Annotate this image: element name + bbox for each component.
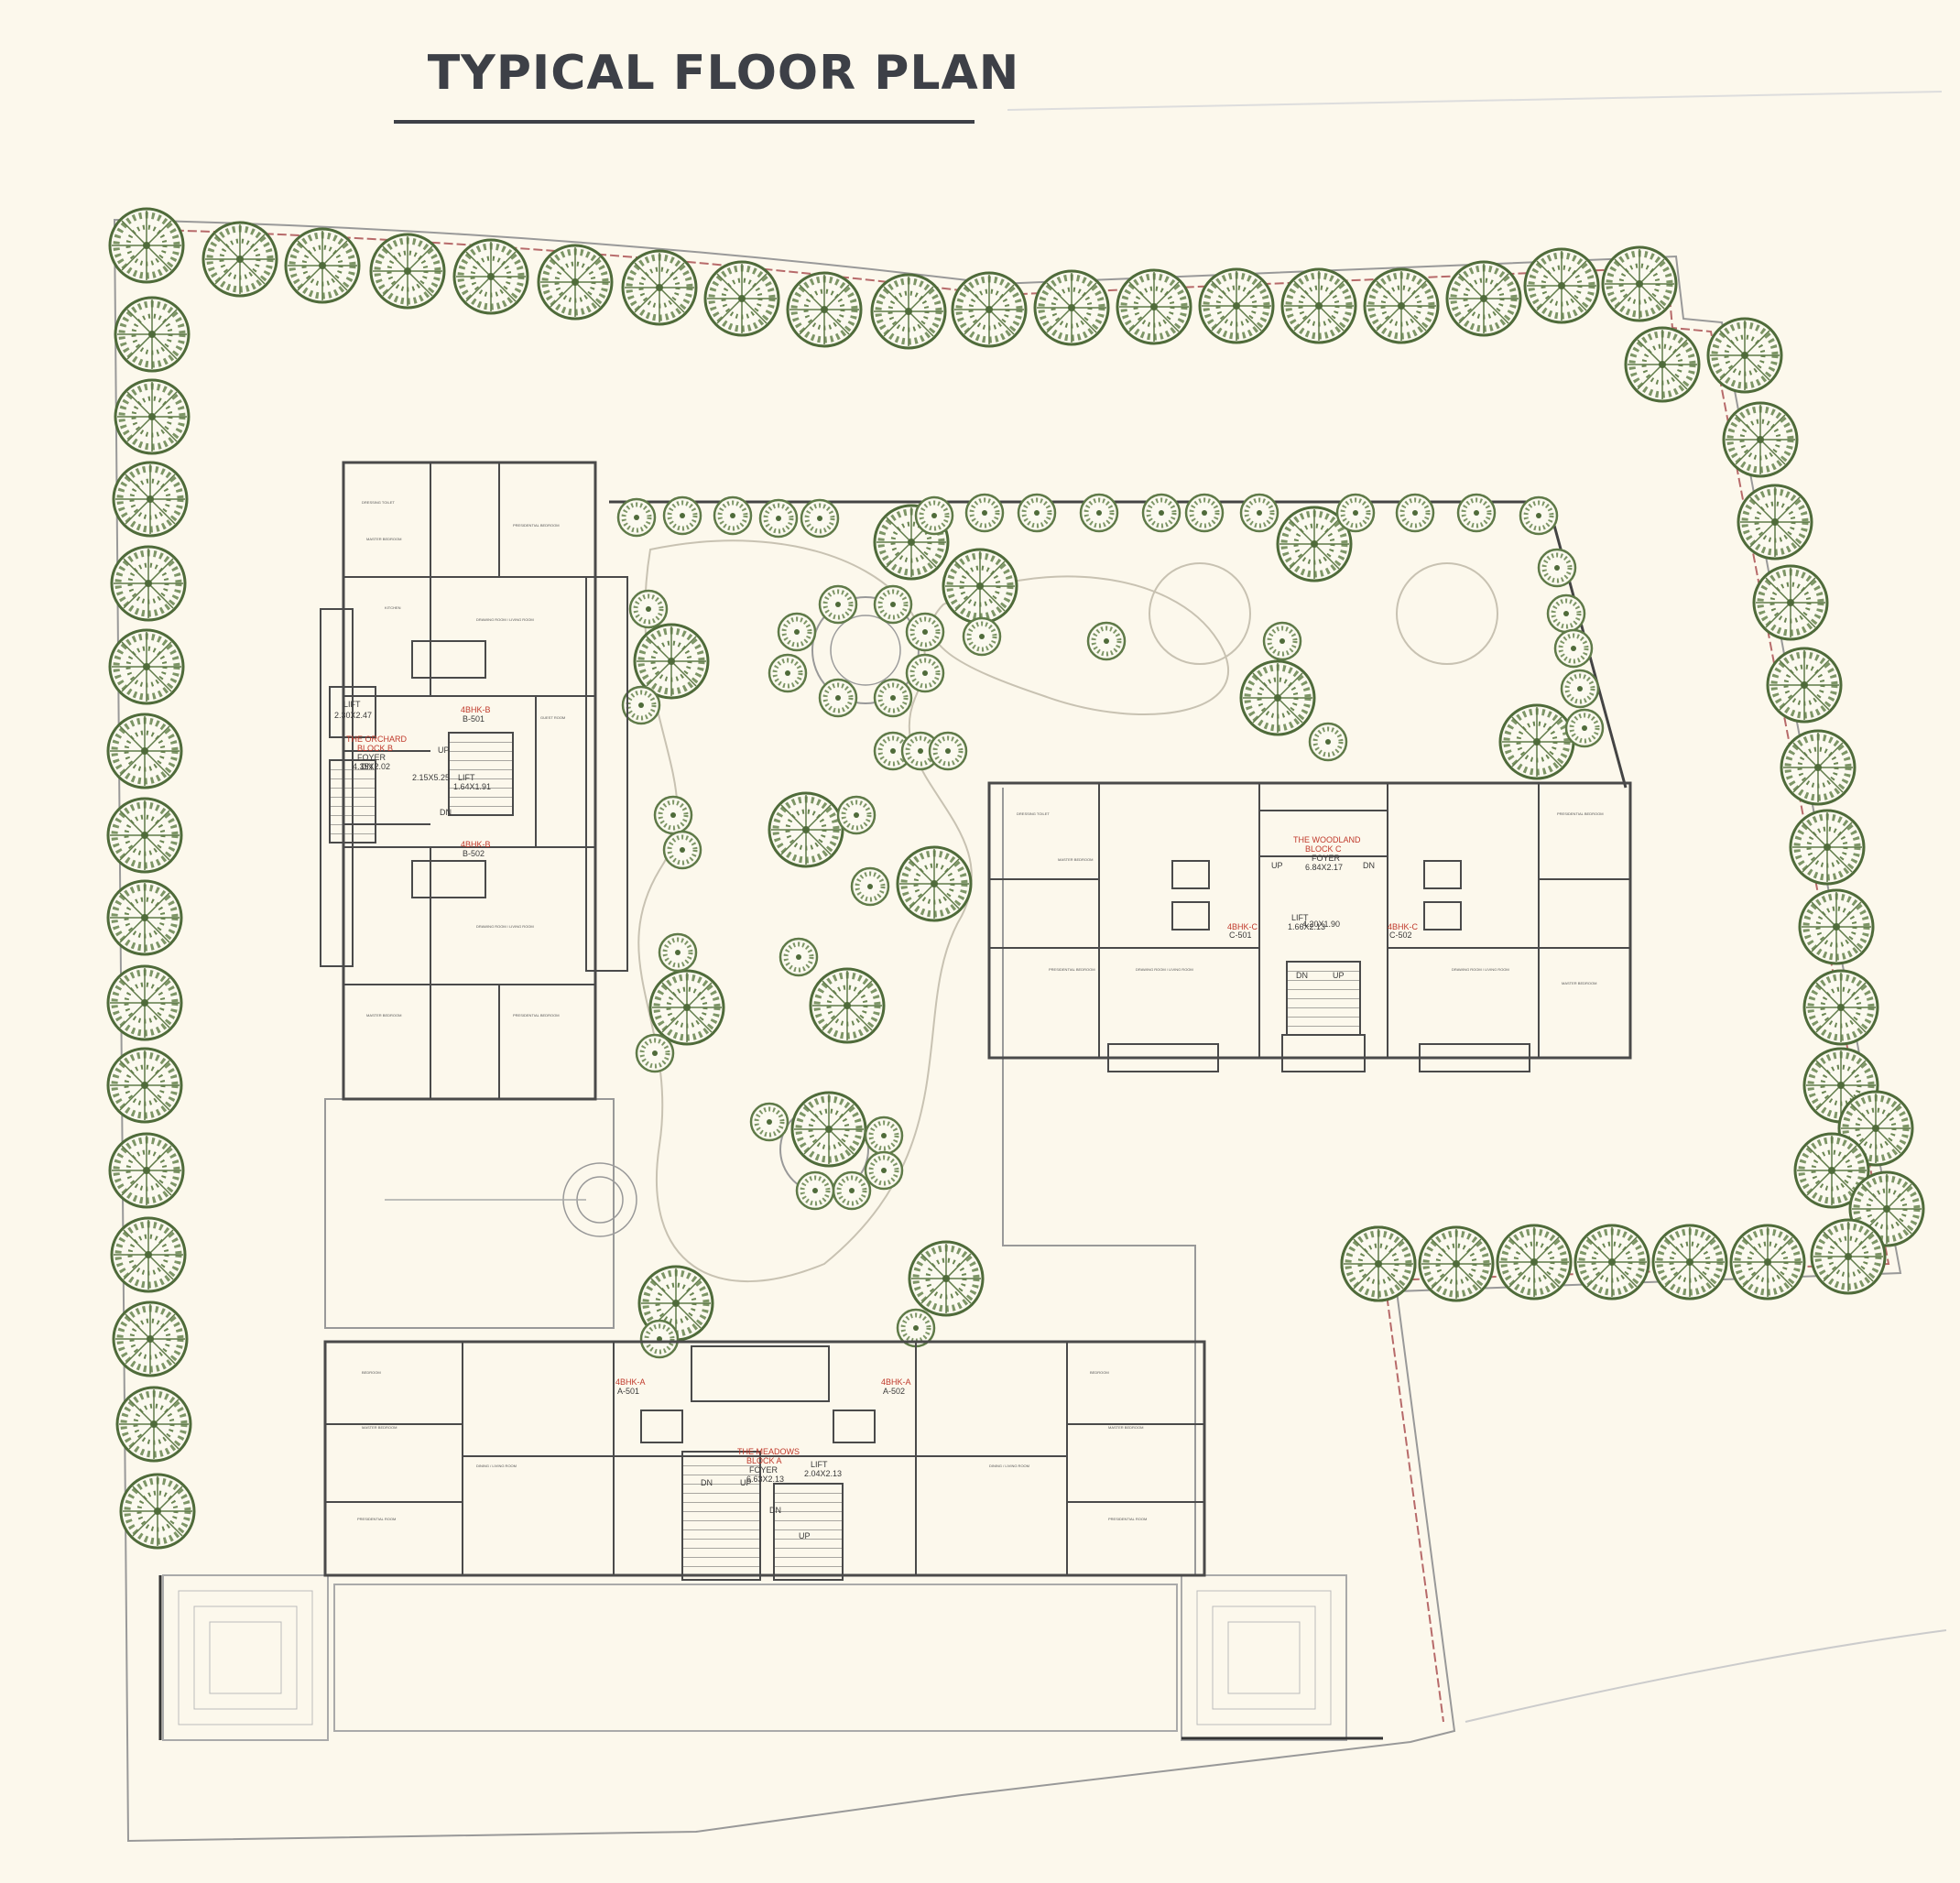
meadows-unit2-type: 4BHK-A bbox=[881, 1377, 911, 1387]
meadows-foyer-label: FOYER bbox=[749, 1465, 779, 1475]
svg-text:PRESIDENTIAL BEDROOM: PRESIDENTIAL BEDROOM bbox=[1049, 967, 1095, 972]
orchard-block-name: THE ORCHARD bbox=[346, 735, 408, 744]
meadows-lift-size: 2.04X2.13 bbox=[804, 1469, 842, 1478]
orchard-lift-dn: DN bbox=[361, 762, 373, 771]
orchard-block-id: BLOCK B bbox=[357, 744, 393, 753]
svg-text:MASTER BEDROOM: MASTER BEDROOM bbox=[1562, 981, 1596, 985]
orchard-foyer-label: FOYER bbox=[357, 753, 387, 762]
svg-text:DRAWING ROOM / LIVING ROOM: DRAWING ROOM / LIVING ROOM bbox=[1136, 967, 1193, 972]
svg-text:DINING / LIVING ROOM: DINING / LIVING ROOM bbox=[989, 1464, 1029, 1468]
woodland-stair-up: UP bbox=[1333, 971, 1345, 980]
svg-text:PRESIDENTIAL BEDROOM: PRESIDENTIAL BEDROOM bbox=[513, 1013, 560, 1018]
svg-text:KITCHEN: KITCHEN bbox=[385, 605, 401, 610]
central-garden bbox=[324, 500, 1628, 1575]
svg-text:DINING / LIVING ROOM: DINING / LIVING ROOM bbox=[476, 1464, 517, 1468]
woodland-unit2-type: 4BHK-C bbox=[1388, 922, 1419, 931]
orchard-lift-left-size: 2.30X2.47 bbox=[334, 711, 372, 720]
svg-text:MASTER BEDROOM: MASTER BEDROOM bbox=[366, 1013, 401, 1018]
svg-text:MASTER BEDROOM: MASTER BEDROOM bbox=[362, 1425, 397, 1430]
woodland-unit2-id: C-502 bbox=[1389, 931, 1412, 940]
svg-text:DRAWING ROOM / LIVING ROOM: DRAWING ROOM / LIVING ROOM bbox=[476, 924, 534, 929]
title-underline bbox=[394, 120, 975, 124]
meadows-stair-dn-left: DN bbox=[701, 1478, 713, 1487]
svg-text:PRESIDENTIAL ROOM: PRESIDENTIAL ROOM bbox=[357, 1517, 396, 1521]
meadows-foyer-size: 6.63X2.13 bbox=[746, 1475, 784, 1484]
svg-text:PRESIDENTIAL ROOM: PRESIDENTIAL ROOM bbox=[1108, 1517, 1147, 1521]
meadows-lift-label: LIFT bbox=[811, 1460, 828, 1469]
woodland-dn-right: DN bbox=[1363, 861, 1375, 870]
woodland-stair-dn: DN bbox=[1296, 971, 1308, 980]
block-b-orchard: DRESSING TOILET MASTER BEDROOM PRESIDENT… bbox=[320, 461, 628, 1101]
svg-text:DRAWING ROOM / LIVING ROOM: DRAWING ROOM / LIVING ROOM bbox=[476, 617, 534, 622]
block-a-labels: THE MEADOWS BLOCK A FOYER 6.63X2.13 LIFT… bbox=[615, 1377, 911, 1540]
orchard-lift-left-label: LIFT bbox=[343, 700, 361, 709]
woodland-unit1-id: C-501 bbox=[1229, 931, 1252, 940]
orchard-unit1-id: B-501 bbox=[463, 714, 485, 724]
woodland-lift-label: LIFT bbox=[1291, 913, 1309, 922]
orchard-lift-center-label: LIFT bbox=[458, 773, 475, 782]
meadows-stair-up-left: UP bbox=[740, 1478, 752, 1487]
orchard-unit2-id: B-502 bbox=[463, 849, 485, 858]
svg-text:DRESSING TOILET: DRESSING TOILET bbox=[1017, 811, 1050, 816]
woodland-up-left: UP bbox=[1271, 861, 1283, 870]
meadows-unit1-id: A-501 bbox=[617, 1387, 639, 1396]
orchard-lobby-size: 2.15X5.25 bbox=[412, 773, 450, 782]
svg-text:MASTER BEDROOM: MASTER BEDROOM bbox=[366, 537, 401, 541]
woodland-lobby-size: 4.20X1.90 bbox=[1302, 920, 1340, 929]
svg-text:BEDROOM: BEDROOM bbox=[1090, 1370, 1109, 1375]
woodland-foyer-size: 6.84X2.17 bbox=[1305, 863, 1343, 872]
block-b-labels: LIFT 2.30X2.47 THE ORCHARD BLOCK B FOYER… bbox=[334, 700, 491, 858]
orchard-unit2-type: 4BHK-B bbox=[461, 840, 491, 849]
meadows-unit1-type: 4BHK-A bbox=[615, 1377, 646, 1387]
woodland-block-id: BLOCK C bbox=[1305, 844, 1342, 854]
orchard-stair-up: UP bbox=[438, 746, 450, 755]
svg-text:GUEST ROOM: GUEST ROOM bbox=[540, 715, 565, 720]
svg-text:MASTER BEDROOM: MASTER BEDROOM bbox=[1058, 857, 1093, 862]
svg-text:MASTER BEDROOM: MASTER BEDROOM bbox=[1108, 1425, 1143, 1430]
meadows-block-id: BLOCK A bbox=[746, 1456, 782, 1465]
block-c-labels: THE WOODLAND BLOCK C FOYER 6.84X2.17 UP … bbox=[1227, 835, 1419, 980]
svg-text:PRESIDENTIAL BEDROOM: PRESIDENTIAL BEDROOM bbox=[1557, 811, 1604, 816]
meadows-stair-up-right: UP bbox=[799, 1531, 811, 1540]
woodland-lift-size: 1.66X2.13 bbox=[1288, 922, 1325, 931]
svg-text:BEDROOM: BEDROOM bbox=[362, 1370, 381, 1375]
orchard-stair-dn: DN bbox=[440, 808, 452, 817]
meadows-block-name: THE MEADOWS bbox=[737, 1447, 800, 1456]
orchard-lift-center-size: 1.64X1.91 bbox=[453, 782, 491, 791]
meadows-unit2-id: A-502 bbox=[883, 1387, 905, 1396]
svg-text:DRAWING ROOM / LIVING ROOM: DRAWING ROOM / LIVING ROOM bbox=[1452, 967, 1509, 972]
woodland-foyer-label: FOYER bbox=[1312, 854, 1341, 863]
page-title: TYPICAL FLOOR PLAN bbox=[427, 46, 1020, 101]
block-a-meadows: BEDROOM MASTER BEDROOM DINING / LIVING R… bbox=[323, 1340, 1206, 1581]
meadows-stair-dn-right: DN bbox=[769, 1506, 781, 1515]
svg-text:PRESIDENTIAL BEDROOM: PRESIDENTIAL BEDROOM bbox=[513, 523, 560, 528]
block-c-woodland: DRESSING TOILET MASTER BEDROOM PRESIDENT… bbox=[987, 781, 1632, 1072]
woodland-unit1-type: 4BHK-C bbox=[1227, 922, 1258, 931]
orchard-foyer-size: 4.35X2.02 bbox=[353, 762, 390, 771]
svg-text:DRESSING TOILET: DRESSING TOILET bbox=[362, 500, 395, 505]
woodland-block-name: THE WOODLAND bbox=[1293, 835, 1361, 844]
orchard-unit1-type: 4BHK-B bbox=[461, 705, 491, 714]
